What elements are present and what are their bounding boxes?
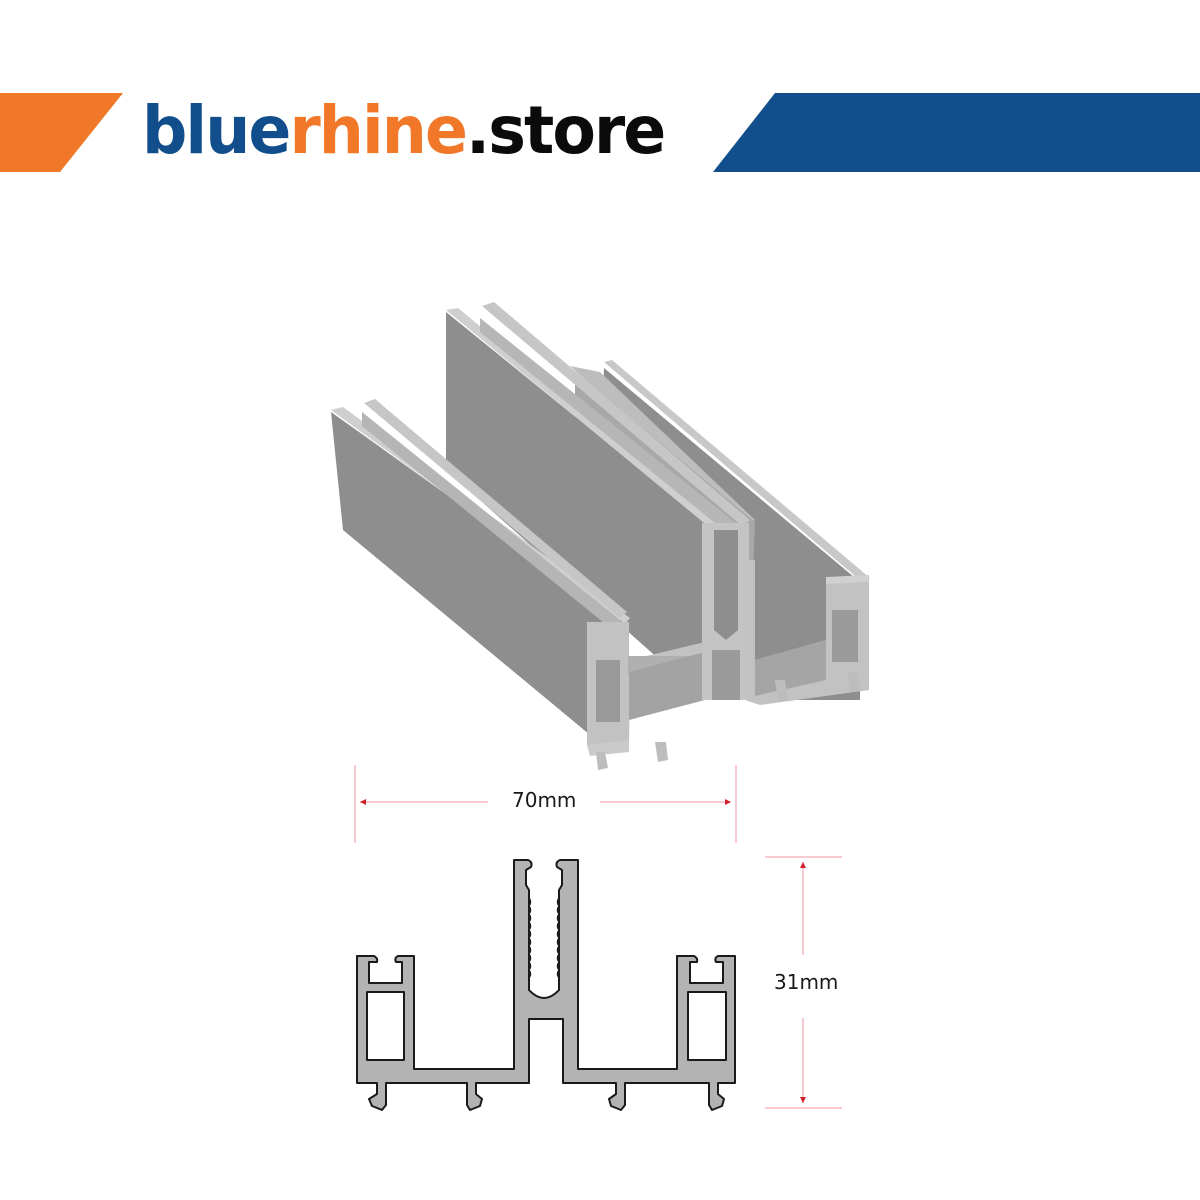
brand-part-store: .store (466, 92, 666, 169)
arrow-up-icon (800, 862, 806, 868)
brand-part-blue: blue (142, 92, 291, 169)
left-channel-front-face (587, 528, 715, 770)
center-stem-front-face (702, 523, 749, 700)
aluminium-rail-3d-render (331, 302, 870, 770)
right-channel-front-face (745, 560, 869, 705)
brand-logo[interactable]: bluerhine.store (142, 86, 666, 176)
brand-part-rhine: rhine (289, 92, 467, 169)
arrow-down-icon (800, 1097, 806, 1103)
slot-serrations (528, 897, 560, 979)
height-dimension-label: 31mm (774, 970, 839, 994)
width-dimension (354, 765, 737, 843)
width-dimension-label: 70mm (512, 788, 577, 812)
height-dimension (765, 856, 842, 1109)
arrow-right-icon (725, 799, 731, 805)
orange-accent-shape (0, 93, 123, 172)
header-banner (0, 93, 1200, 172)
arrow-left-icon (360, 799, 366, 805)
blue-accent-shape (713, 93, 1200, 172)
cross-section-profile (356, 859, 736, 1111)
